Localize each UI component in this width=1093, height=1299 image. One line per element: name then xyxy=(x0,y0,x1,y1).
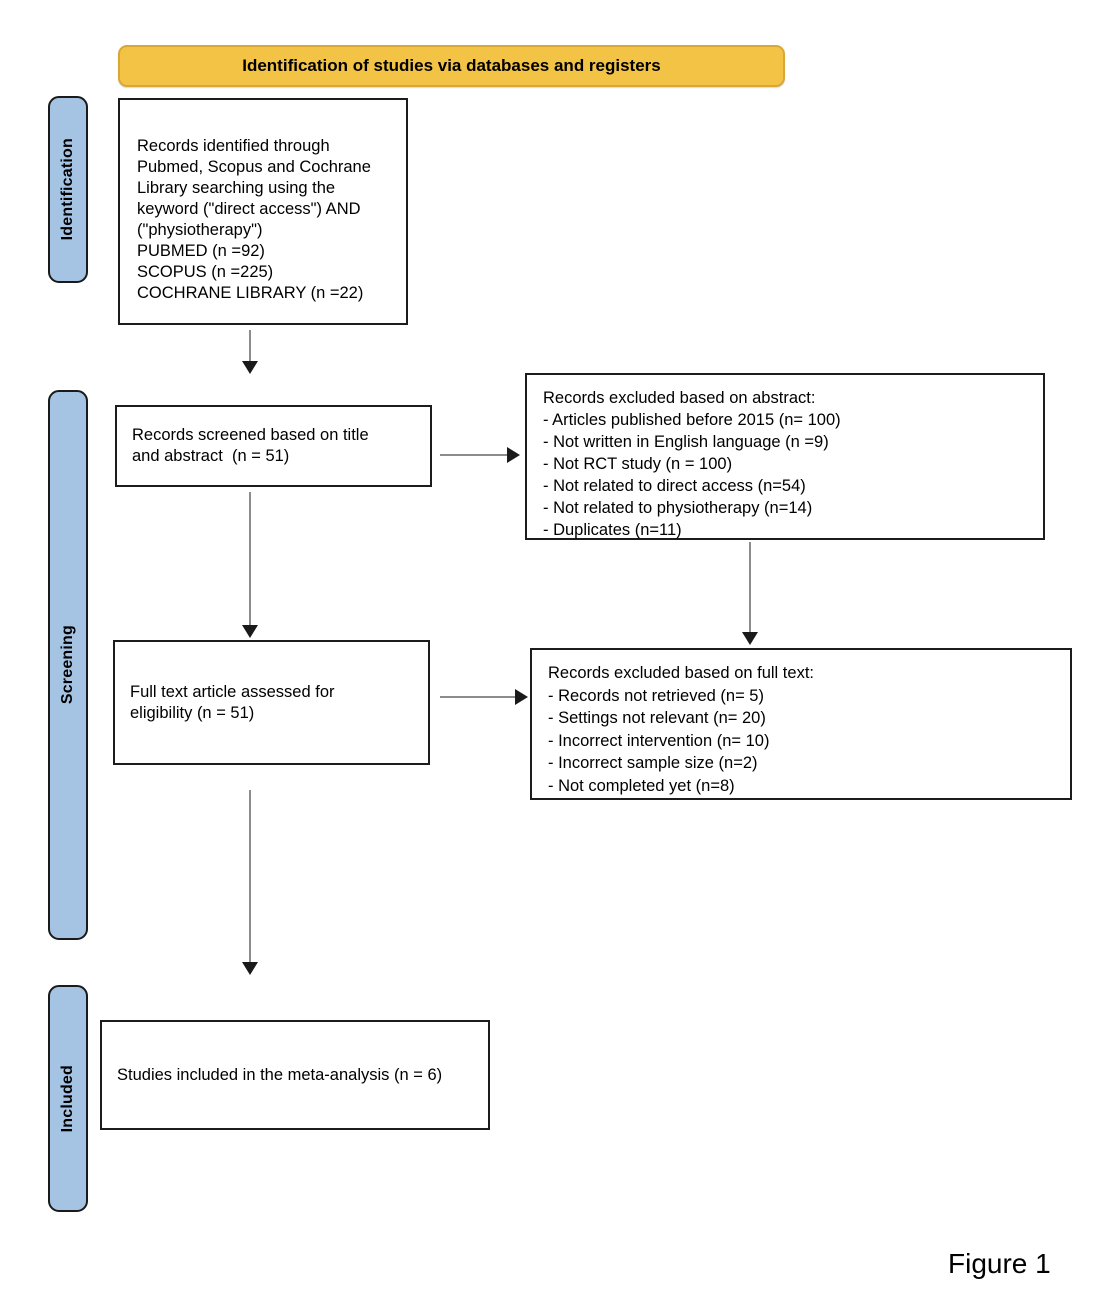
exclusion-item: - Duplicates (n=11) xyxy=(543,521,682,539)
box-fulltext-assessed: Full text article assessed for eligibili… xyxy=(113,640,430,765)
arrow-head-icon xyxy=(515,689,528,705)
arrow-shaft xyxy=(749,542,751,634)
arrow-screened-to-excluded-abstract xyxy=(440,446,520,464)
exclusion-item: - Not RCT study (n = 100) xyxy=(543,455,733,473)
arrow-shaft xyxy=(249,790,251,964)
arrow-head-icon xyxy=(742,632,758,645)
arrow-excluded-abstract-to-excluded-fulltext xyxy=(741,542,759,645)
box-text-line: ("physiotherapy") xyxy=(137,221,263,239)
exclusion-item: - Not related to direct access (n=54) xyxy=(543,477,806,495)
exclusion-item: - Not completed yet (n=8) xyxy=(548,776,735,795)
stage-label-identification: Identification xyxy=(59,138,76,241)
arrow-shaft xyxy=(249,330,251,363)
arrow-identified-to-screened xyxy=(241,330,259,374)
box-title: Records excluded based on abstract: xyxy=(543,389,816,407)
exclusion-item: - Not written in English language (n =9) xyxy=(543,433,829,451)
arrow-fulltext-to-excluded-fulltext xyxy=(440,688,528,706)
exclusion-item: - Not related to physiotherapy (n=14) xyxy=(543,499,813,517)
arrow-fulltext-to-included xyxy=(241,790,259,975)
exclusion-item: - Incorrect intervention (n= 10) xyxy=(548,731,770,750)
stage-bar-screening: Screening xyxy=(48,390,88,940)
box-text-line: eligibility (n = 51) xyxy=(130,703,255,722)
box-text-line: Records identified through xyxy=(137,137,330,155)
arrow-head-icon xyxy=(242,962,258,975)
box-text-line: Studies included in the meta-analysis (n… xyxy=(117,1065,443,1084)
arrow-shaft xyxy=(249,492,251,627)
box-excluded-fulltext: Records excluded based on full text: - R… xyxy=(530,648,1072,800)
box-studies-included: Studies included in the meta-analysis (n… xyxy=(100,1020,490,1130)
box-records-screened: Records screened based on title and abst… xyxy=(115,405,432,487)
box-text-line: Records screened based on title xyxy=(132,426,369,444)
exclusion-item: - Articles published before 2015 (n= 100… xyxy=(543,411,841,429)
stage-bar-included: Included xyxy=(48,985,88,1212)
arrow-screened-to-fulltext xyxy=(241,492,259,638)
box-title: Records excluded based on full text: xyxy=(548,664,814,682)
box-text-line: Pubmed, Scopus and Cochrane xyxy=(137,158,371,176)
exclusion-item: - Records not retrieved (n= 5) xyxy=(548,686,764,705)
box-text-line: and abstract (n = 51) xyxy=(132,447,290,465)
stage-label-included: Included xyxy=(59,1064,76,1133)
box-excluded-abstract: Records excluded based on abstract: - Ar… xyxy=(525,373,1045,540)
stage-bar-identification: Identification xyxy=(48,96,88,283)
stage-label-screening: Screening xyxy=(59,625,76,705)
arrow-head-icon xyxy=(507,447,520,463)
exclusion-item: - Settings not relevant (n= 20) xyxy=(548,709,766,727)
figure-caption: Figure 1 xyxy=(948,1248,1051,1279)
arrow-shaft xyxy=(440,696,517,698)
exclusion-item: - Incorrect sample size (n=2) xyxy=(548,754,758,772)
box-records-identified: Records identified through Pubmed, Scopu… xyxy=(118,98,408,325)
box-text-line: keyword ("direct access") AND xyxy=(137,200,361,218)
arrow-shaft xyxy=(440,454,509,456)
box-text-line: COCHRANE LIBRARY (n =22) xyxy=(137,284,364,302)
box-text-line: SCOPUS (n =225) xyxy=(137,263,274,281)
box-text-line: PUBMED (n =92) xyxy=(137,242,265,260)
arrow-head-icon xyxy=(242,361,258,374)
box-text-line: Library searching using the xyxy=(137,179,336,197)
banner-title: Identification of studies via databases … xyxy=(118,45,785,87)
box-text-line: Full text article assessed for xyxy=(130,682,335,701)
arrow-head-icon xyxy=(242,625,258,638)
